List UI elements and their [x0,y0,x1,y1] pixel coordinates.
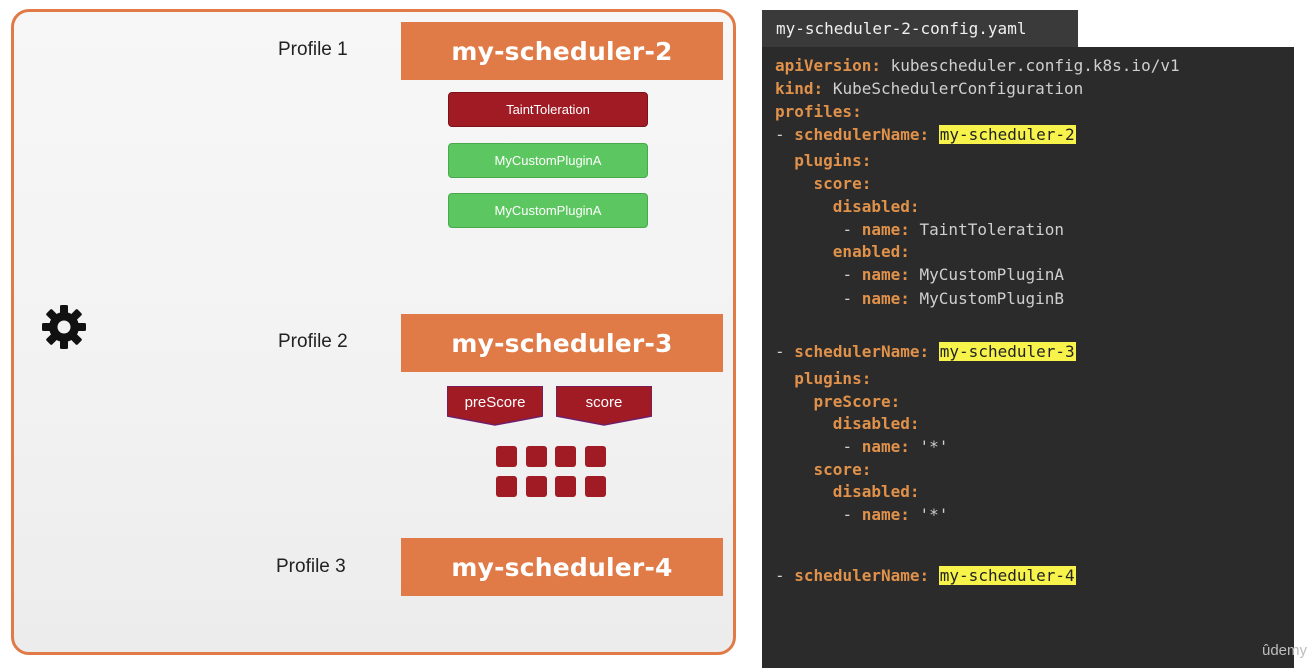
profile-2-label: Profile 2 [278,331,348,352]
code-line-profiles: profiles: [775,102,862,122]
udemy-watermark: ûdemy [1262,642,1308,659]
yaml-key: name: [861,220,910,239]
plugin-block [555,446,576,467]
yaml-key: plugins: [794,151,872,170]
scheduler-box-my-scheduler-3: my-scheduler-3 [401,314,723,372]
yaml-key: schedulerName: [794,566,930,585]
yaml-key: plugins: [794,369,872,388]
yaml-key: score: [813,174,872,193]
plugin-block [585,446,606,467]
yaml-dash: - [775,125,785,144]
profile-1-label: Profile 1 [278,39,348,60]
code-line-score: score: [775,174,872,194]
highlighted-scheduler-name: my-scheduler-4 [938,566,1076,585]
yaml-key: kind: [775,79,824,98]
yaml-key: disabled: [832,197,920,216]
score-stage-shape [556,386,652,426]
highlighted-scheduler-name: my-scheduler-2 [938,125,1076,144]
yaml-value: MyCustomPluginB [919,289,1065,308]
code-line-score-2: score: [775,460,872,480]
yaml-key: preScore: [813,392,901,411]
code-line-name-plugin-a: - name: MyCustomPluginA [775,265,1064,285]
plugin-block [526,476,547,497]
code-line-name-star: - name: '*' [775,437,948,457]
yaml-key: apiVersion: [775,56,881,75]
code-line-disabled-2: disabled: [775,414,920,434]
plugin-block [585,476,606,497]
code-line-apiversion: apiVersion: kubescheduler.config.k8s.io/… [775,56,1180,76]
yaml-value: kubescheduler.config.k8s.io/v1 [890,56,1180,75]
code-line-name-plugin-b: - name: MyCustomPluginB [775,289,1064,309]
file-tab[interactable]: my-scheduler-2-config.yaml [762,10,1078,47]
code-line-enabled: enabled: [775,242,910,262]
yaml-dash: - [775,342,785,361]
prescore-stage-shape [447,386,543,426]
yaml-value: '*' [919,505,949,524]
yaml-dash: - [842,505,853,524]
code-line-scheduler-name-3: - schedulerName: my-scheduler-3 [775,342,1076,362]
yaml-dash: - [842,437,853,456]
yaml-value: MyCustomPluginA [919,265,1065,284]
yaml-key: enabled: [832,242,910,261]
prescore-stage-label: preScore [464,393,526,411]
yaml-value: '*' [919,437,949,456]
yaml-key: profiles: [775,102,862,121]
plugin-taint-toleration: TaintToleration [448,92,648,127]
gear-icon [42,305,86,349]
yaml-value: TaintToleration [919,220,1065,239]
yaml-key: schedulerName: [794,125,930,144]
yaml-key: score: [813,460,872,479]
plugin-block [526,446,547,467]
yaml-dash: - [842,265,853,284]
plugin-block [496,476,517,497]
plugin-block [496,446,517,467]
scheduler-box-my-scheduler-4: my-scheduler-4 [401,538,723,596]
profile-3-label: Profile 3 [276,556,346,577]
yaml-key: disabled: [832,414,920,433]
yaml-dash: - [842,220,853,239]
yaml-key: name: [861,437,910,456]
code-line-disabled: disabled: [775,197,920,217]
plugin-block [555,476,576,497]
code-line-plugins: plugins: [775,151,871,171]
yaml-dash: - [842,289,853,308]
code-line-disabled-3: disabled: [775,482,920,502]
code-line-plugins-2: plugins: [775,369,871,389]
yaml-dash: - [775,566,785,585]
yaml-key: disabled: [832,482,920,501]
yaml-key: name: [861,265,910,284]
code-line-name-taint: - name: TaintToleration [775,220,1064,240]
code-line-scheduler-name-2: - schedulerName: my-scheduler-2 [775,125,1076,145]
code-line-prescore: preScore: [775,392,901,412]
code-line-name-star-2: - name: '*' [775,505,948,525]
yaml-key: name: [861,505,910,524]
highlighted-scheduler-name: my-scheduler-3 [938,342,1076,361]
score-stage-label: score [585,393,623,411]
plugin-custom-a-2: MyCustomPluginA [448,193,648,228]
code-line-kind: kind: KubeSchedulerConfiguration [775,79,1083,99]
yaml-key: schedulerName: [794,342,930,361]
yaml-key: name: [861,289,910,308]
plugin-custom-a: MyCustomPluginA [448,143,648,178]
code-line-scheduler-name-4: - schedulerName: my-scheduler-4 [775,566,1076,586]
yaml-value: KubeSchedulerConfiguration [832,79,1084,98]
scheduler-box-my-scheduler-2: my-scheduler-2 [401,22,723,80]
